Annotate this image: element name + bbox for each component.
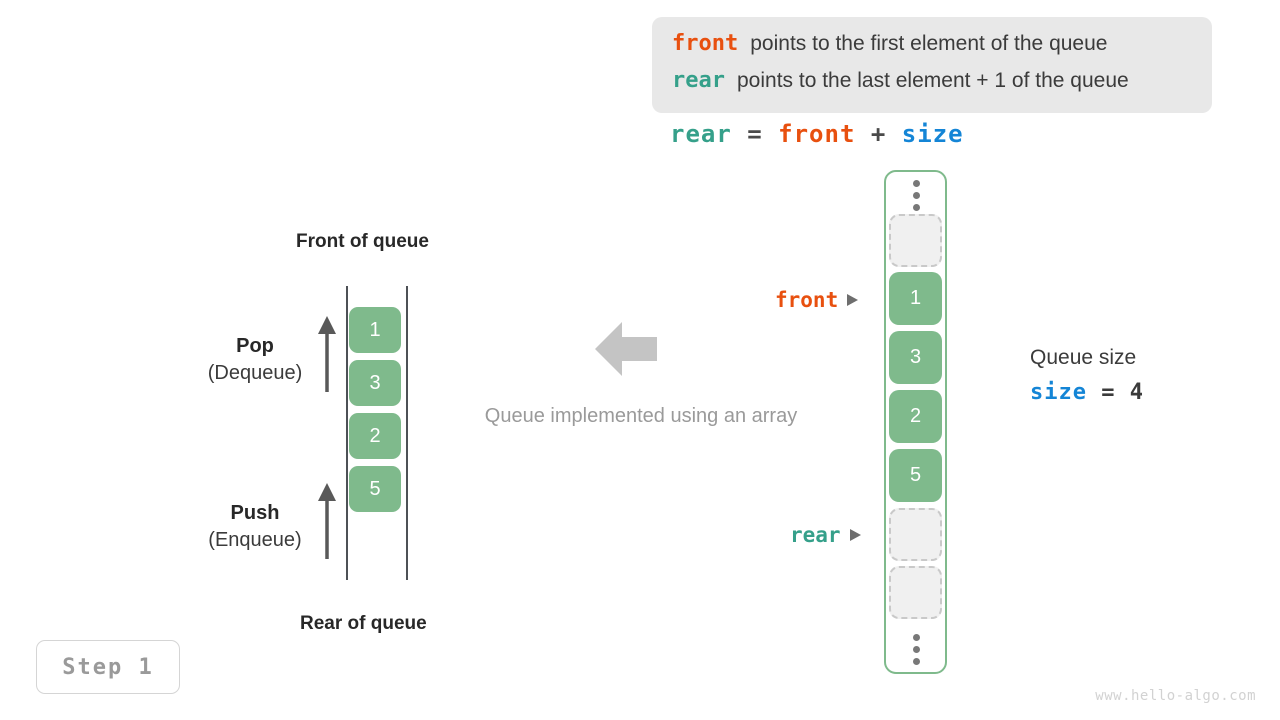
formula-term-front: front [778, 120, 856, 148]
formula-operator-plus: + [870, 120, 887, 148]
queue-rail-right [406, 286, 408, 580]
rear-pointer-label: rear [790, 523, 861, 547]
front-of-queue-label: Front of queue [296, 231, 429, 252]
pointer-legend-box: front points to the first element of the… [652, 17, 1212, 113]
legend-row-rear: rear points to the last element + 1 of t… [672, 68, 1194, 105]
legend-row-front: front points to the first element of the… [672, 31, 1194, 68]
rear-formula: rear = front + size [670, 120, 964, 148]
array-slot-empty-top-1 [889, 214, 942, 267]
queue-size-title: Queue size [1030, 346, 1137, 369]
array-slot-empty-bottom-1 [889, 508, 942, 561]
array-slot-empty-bottom-2 [889, 566, 942, 619]
rear-pointer-arrow-icon [849, 529, 861, 541]
queue-cell-3: 5 [349, 466, 401, 512]
legend-key-rear: rear [672, 68, 725, 93]
array-slot-2: 2 [889, 390, 942, 443]
push-operation-label: Push (Enqueue) [196, 500, 314, 554]
array-ellipsis-top [908, 180, 924, 211]
pop-operation-label: Pop (Dequeue) [196, 333, 314, 387]
legend-text-rear: points to the last element + 1 of the qu… [736, 69, 1129, 92]
rear-of-queue-label: Rear of queue [300, 613, 427, 634]
legend-key-front: front [672, 31, 739, 56]
array-slot-1: 3 [889, 331, 942, 384]
queue-size-assignment: = 4 [1086, 380, 1144, 405]
formula-term-size: size [901, 120, 964, 148]
push-title: Push [230, 502, 280, 524]
push-direction-arrow-icon [318, 483, 336, 559]
left-pointing-arrow-icon [595, 322, 657, 376]
queue-cell-2: 2 [349, 413, 401, 459]
array-ellipsis-bottom [908, 634, 924, 665]
formula-operator-equals: = [747, 120, 763, 148]
array-slot-3: 5 [889, 449, 942, 502]
array-container [884, 170, 947, 674]
pop-subtitle: (Dequeue) [207, 362, 303, 384]
formula-term-rear: rear [670, 120, 732, 148]
pop-direction-arrow-icon [318, 316, 336, 392]
front-pointer-arrow-icon [847, 294, 859, 306]
legend-text-front: points to the first element of the queue [750, 32, 1108, 55]
queue-size-block: Queue size size = 4 [1030, 344, 1144, 405]
rear-pointer-text: rear [790, 523, 841, 547]
front-pointer-text: front [775, 288, 839, 312]
watermark: www.hello-algo.com [1095, 688, 1256, 704]
array-slot-0: 1 [889, 272, 942, 325]
step-badge: Step 1 [36, 640, 180, 694]
pop-title: Pop [236, 335, 274, 357]
diagram-caption: Queue implemented using an array [484, 405, 798, 427]
push-subtitle: (Enqueue) [208, 529, 302, 551]
queue-rail-left [346, 286, 348, 580]
queue-cell-0: 1 [349, 307, 401, 353]
queue-cell-1: 3 [349, 360, 401, 406]
queue-size-value: size = 4 [1030, 380, 1144, 405]
front-pointer-label: front [775, 288, 859, 312]
queue-size-variable: size [1030, 380, 1087, 405]
